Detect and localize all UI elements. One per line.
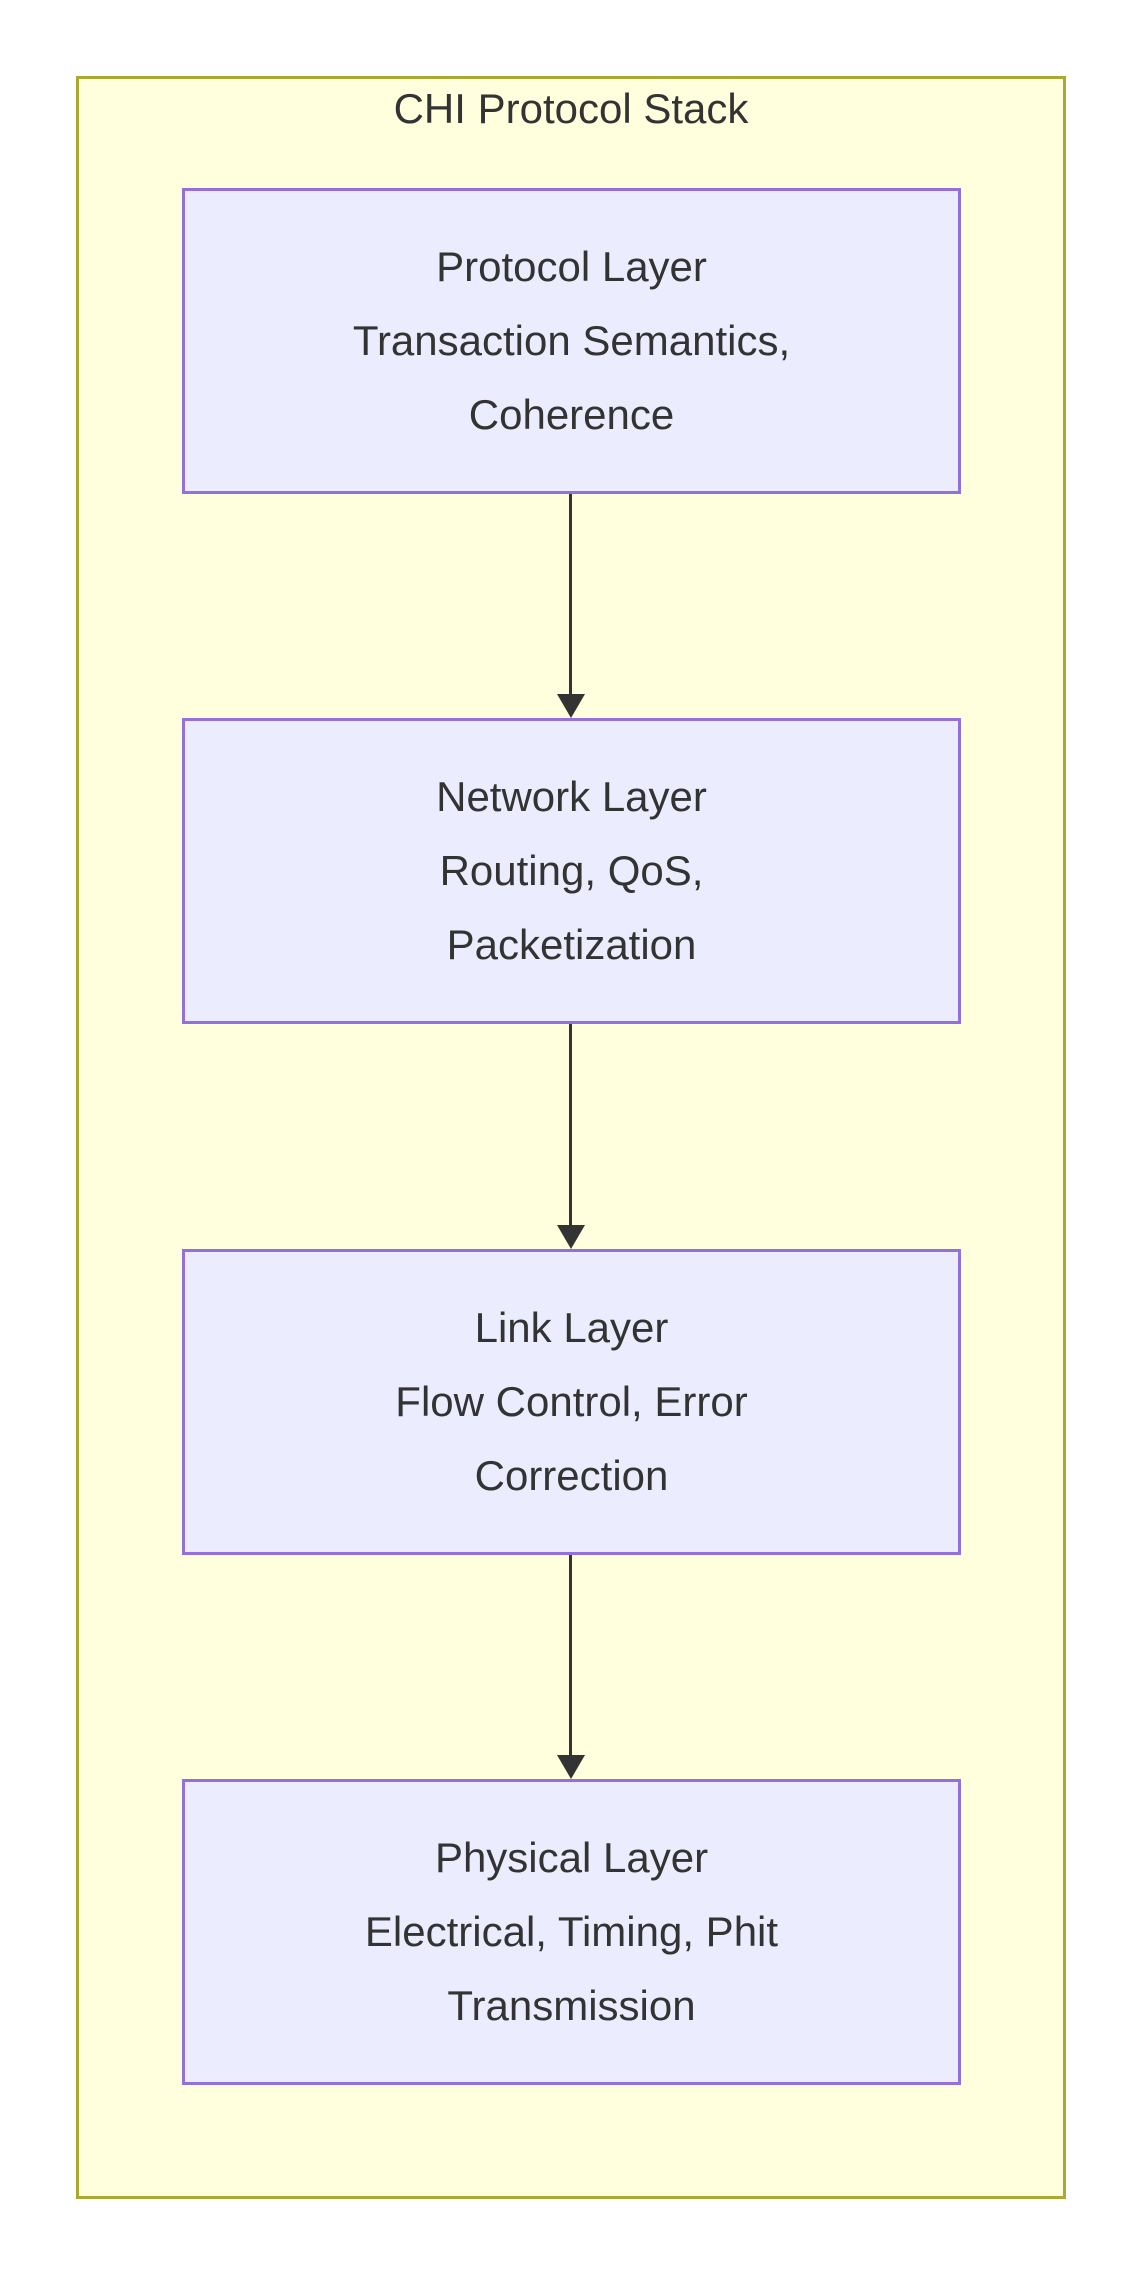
node-title: Protocol Layer	[436, 243, 707, 290]
node-network-layer: Network Layer Routing, QoS, Packetizatio…	[182, 718, 961, 1024]
node-title: Physical Layer	[434, 1834, 709, 1881]
arrow-link-to-physical	[557, 1555, 585, 1779]
arrow-network-to-link	[557, 1024, 585, 1249]
arrowhead-down-icon	[557, 1225, 585, 1249]
node-desc-line: Transmission	[447, 1982, 696, 2029]
node-protocol-layer: Protocol Layer Transaction Semantics, Co…	[182, 188, 961, 494]
node-desc-line: Flow Control, Error	[395, 1378, 748, 1425]
node-desc-line: Packetization	[446, 921, 697, 968]
arrow-shaft	[569, 1555, 572, 1757]
arrowhead-down-icon	[557, 1755, 585, 1779]
node-desc-line: Electrical, Timing, Phit	[364, 1908, 779, 1955]
arrowhead-down-icon	[557, 694, 585, 718]
node-desc-line: Coherence	[468, 391, 675, 438]
node-title: Link Layer	[474, 1304, 669, 1351]
arrow-shaft	[569, 1024, 572, 1227]
arrow-shaft	[569, 494, 572, 696]
node-desc-line: Routing, QoS,	[439, 847, 704, 894]
node-link-layer: Link Layer Flow Control, Error Correctio…	[182, 1249, 961, 1555]
arrow-protocol-to-network	[557, 494, 585, 718]
node-desc-line: Correction	[474, 1452, 669, 1499]
node-desc-line: Transaction Semantics,	[352, 317, 791, 364]
node-title: Network Layer	[436, 773, 707, 820]
cluster-title: CHI Protocol Stack	[393, 85, 749, 132]
node-physical-layer: Physical Layer Electrical, Timing, Phit …	[182, 1779, 961, 2085]
